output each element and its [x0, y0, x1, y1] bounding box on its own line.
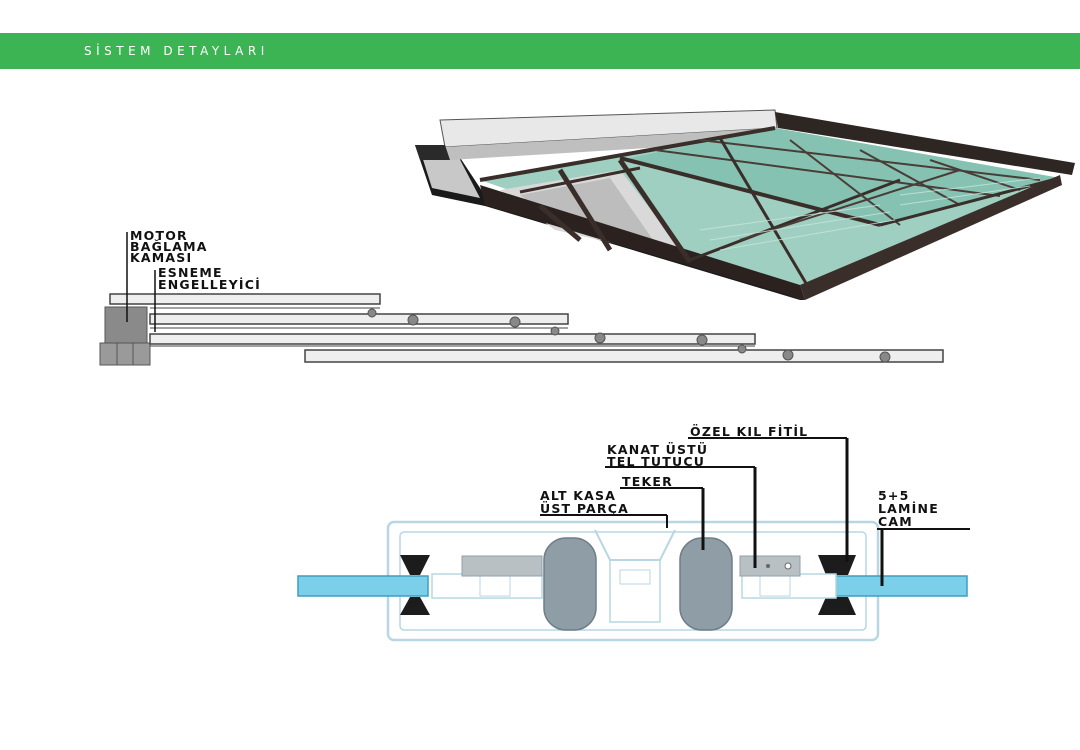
label-alt-kasa-line2: ÜST PARÇA: [540, 501, 629, 516]
label-ozel-kil-fitil: ÖZEL KIL FİTİL: [690, 424, 808, 439]
label-kanat-ustu-line1: KANAT ÜSTÜ: [607, 442, 708, 457]
label-alt-kasa-line1: ALT KASA: [540, 488, 616, 503]
label-lamine-line1: 5+5: [878, 488, 909, 503]
roof-3d-illustration: [415, 109, 1075, 300]
label-motor-line2: BAĞLAMA: [130, 239, 208, 254]
label-motor-line3: KAMASI: [130, 250, 192, 265]
label-teker: TEKER: [622, 474, 673, 489]
label-motor-line1: MOTOR: [130, 228, 188, 243]
label-lamine-line2: LAMİNE: [878, 501, 939, 516]
label-esneme-line1: ESNEME: [158, 265, 223, 280]
profile-section-view: ÖZEL KIL FİTİL KANAT ÜSTÜ TEL TUTUCU TEK…: [297, 424, 970, 642]
header-bar: SİSTEM DETAYLARI: [0, 33, 1080, 69]
page-title: SİSTEM DETAYLARI: [84, 44, 269, 58]
label-esneme-line2: ENGELLEYİCİ: [158, 277, 261, 292]
label-kanat-ustu-line2: TEL TUTUCU: [607, 454, 705, 469]
label-lamine-line3: CAM: [878, 514, 913, 529]
rail-side-view: MOTOR BAĞLAMA KAMASI ESNEME ENGELLEYİCİ: [99, 228, 944, 366]
